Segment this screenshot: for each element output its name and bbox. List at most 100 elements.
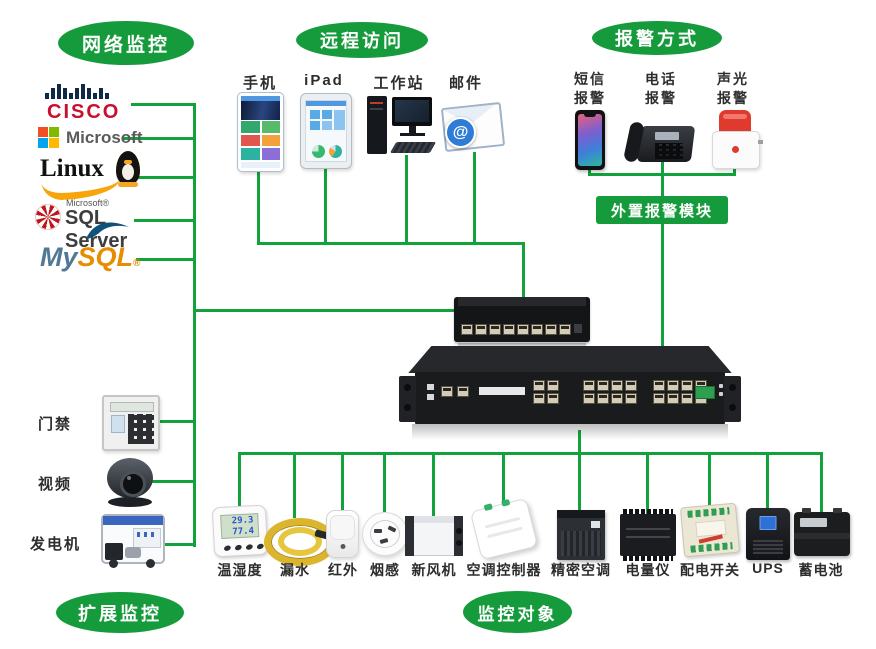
meter-line — [626, 536, 670, 538]
mysql-dolphin-icon — [84, 218, 130, 245]
generator-wheel — [146, 559, 155, 568]
connector-door — [141, 420, 193, 423]
tux-beak — [124, 160, 132, 164]
generator-icon — [101, 514, 165, 568]
connector-bottom-bus — [238, 452, 823, 455]
rj45-port — [597, 380, 609, 391]
battery-icon — [794, 508, 850, 556]
distribution-switch-icon — [679, 502, 741, 558]
mysql-reg-mark: ® — [133, 258, 141, 269]
desk-telephone-icon — [622, 119, 696, 165]
led — [719, 392, 723, 396]
rack-ear-right — [724, 376, 741, 422]
ups-screen — [759, 516, 777, 530]
mysql-wordmark: MySQL® — [40, 242, 140, 273]
label-line: 短信 — [574, 71, 606, 87]
monitor-screen — [395, 100, 429, 122]
terminal-row — [690, 542, 733, 553]
tux-feet — [118, 182, 138, 187]
workstation-icon — [367, 92, 437, 158]
connector-remote-bus — [257, 242, 525, 245]
siren-body — [712, 131, 763, 169]
connector-generator — [143, 543, 193, 546]
generator-top-panel — [103, 516, 163, 525]
smartphone-icon — [237, 92, 284, 172]
fan-endcap — [405, 516, 414, 556]
terminal-teeth — [623, 509, 673, 514]
connector-cisco — [131, 103, 193, 106]
connector-phone-down — [257, 169, 260, 245]
badge-monitored-objects: 监控对象 — [463, 591, 572, 633]
rj45-port — [533, 393, 545, 404]
connector-linux — [131, 176, 193, 179]
label-infrared: 红外 — [328, 562, 358, 578]
mysql-sql-text: SQL — [77, 242, 134, 272]
smoke-ring — [370, 520, 400, 548]
tile — [241, 134, 260, 147]
label-ipad: iPad — [304, 72, 344, 89]
label-temp-humidity: 温湿度 — [217, 562, 263, 578]
rj45-port — [503, 324, 515, 335]
microsoft-logo: Microsoft — [38, 127, 148, 149]
rack-label — [479, 387, 525, 395]
label-workstation: 工作站 — [373, 75, 425, 92]
fan-outlet — [456, 528, 462, 534]
drop-pir — [341, 452, 344, 512]
leak-cable-icon — [264, 515, 336, 566]
drop-leak — [293, 452, 296, 518]
terminal-block — [695, 386, 715, 399]
mount-hole — [404, 404, 411, 411]
rj45-port — [667, 380, 679, 391]
phone-bottom-bar — [241, 162, 280, 168]
battery-body — [794, 508, 850, 556]
ac-controller-panel — [469, 497, 539, 561]
telephone-keypad — [655, 143, 683, 159]
label-ac-controller: 空调控制器 — [466, 562, 542, 578]
port-bank-4 — [533, 380, 559, 404]
rj45-port — [625, 393, 637, 404]
label-sms-alarm: 短信报警 — [574, 70, 606, 108]
keypad-buttons — [128, 414, 154, 444]
panel-tab — [501, 498, 511, 507]
precision-ac-cabinet — [557, 510, 605, 560]
dome-camera-icon — [107, 458, 155, 507]
badge-external-alarm-module: 外置报警模块 — [596, 196, 728, 224]
tile — [261, 148, 280, 160]
pir-led — [340, 544, 345, 549]
pir-lens — [330, 515, 355, 540]
label-line: 报警 — [717, 90, 749, 106]
port-bank-8a — [583, 380, 637, 404]
connector-rack-down — [578, 430, 581, 512]
rj45-port — [457, 386, 469, 397]
ac-controller-icon — [469, 497, 539, 561]
sms-phone-screen — [578, 114, 602, 166]
rj45-port — [681, 393, 693, 404]
rack-ear-left — [399, 376, 416, 422]
connector-microsoft — [123, 137, 193, 140]
drop-battery — [820, 452, 823, 512]
connector-mail-down — [473, 152, 476, 245]
siren-icon — [712, 110, 763, 169]
label-dist-switch: 配电开关 — [680, 562, 740, 578]
connector-sound-down — [733, 165, 736, 176]
tux-belly — [122, 164, 134, 180]
cabinet-display — [591, 521, 600, 528]
drop-powermeter — [646, 452, 649, 514]
ipad-icon — [300, 93, 352, 169]
usb-port — [427, 384, 434, 390]
mysql-my-text: My — [40, 242, 78, 272]
fan-endcap — [454, 516, 463, 556]
panel-tab — [483, 503, 493, 512]
microsoft-square-green — [49, 127, 59, 137]
rj45-port — [583, 380, 595, 391]
smoke-vent — [374, 529, 382, 533]
rj45-port — [545, 324, 557, 335]
phone-notch — [584, 114, 596, 117]
siren-dot — [732, 146, 739, 153]
tile — [310, 121, 320, 130]
thermo-buttons — [223, 542, 265, 552]
ipad-header — [306, 101, 346, 106]
ups-icon — [746, 508, 790, 560]
port-bank-8b — [653, 380, 707, 404]
